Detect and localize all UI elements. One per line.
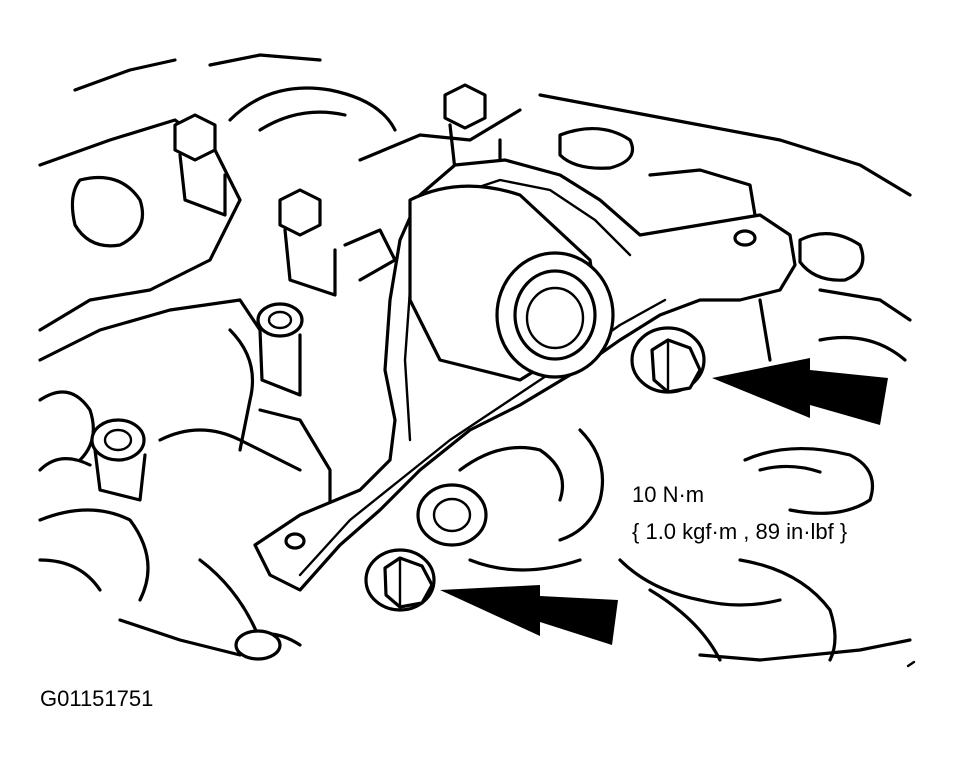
arrow-left-icon	[440, 585, 618, 645]
spark-plug-well	[90, 302, 304, 502]
lower-left-bolt	[234, 629, 282, 661]
torque-spec-conversions: { 1.0 kgf·m , 89 in·lbf }	[632, 519, 848, 544]
bracket-bolt-upper	[630, 326, 706, 394]
bracket-bolt-middle	[416, 483, 488, 547]
cylinder-head-background	[38, 53, 912, 662]
arrow-left-icon	[712, 358, 888, 425]
torque-spec-metric: 10 N·m	[632, 482, 705, 507]
figure-id-code: G01151751	[40, 686, 154, 711]
bracket-bolt-lower	[364, 548, 436, 612]
cam-position-boss	[408, 184, 615, 382]
